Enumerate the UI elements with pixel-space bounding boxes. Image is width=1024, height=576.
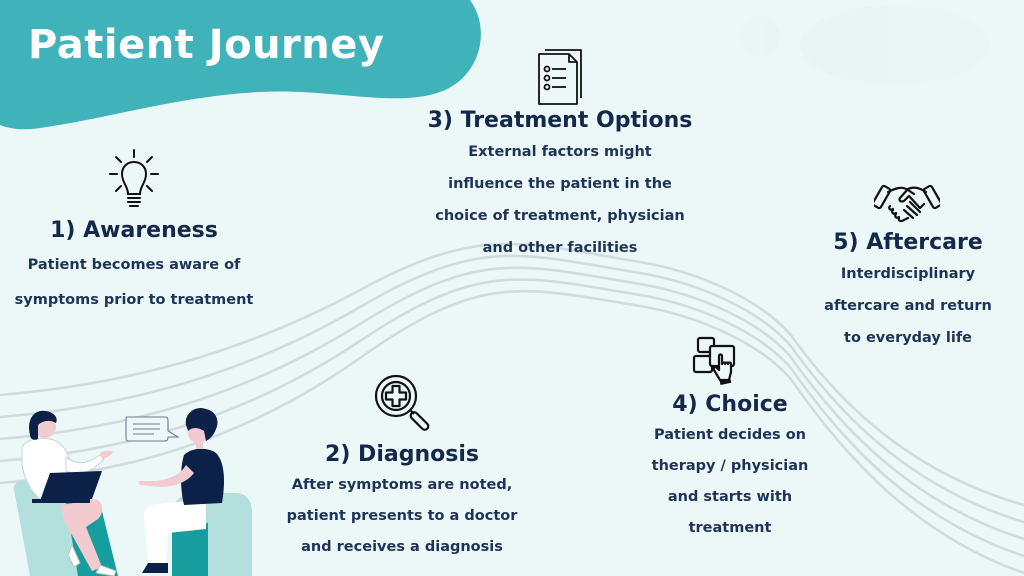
step-awareness: 1) Awareness Patient becomes aware of sy… — [14, 148, 254, 313]
doctor-hand — [100, 450, 114, 459]
doctor-shoe — [95, 564, 117, 576]
step-diagnosis: 2) Diagnosis After symptoms are noted, p… — [282, 372, 522, 560]
patient-hair — [185, 407, 218, 441]
wave-line — [0, 289, 1024, 575]
patient-shirt — [181, 448, 224, 505]
step-description-line: Interdisciplinary — [840, 266, 976, 282]
handshake-icon — [874, 184, 940, 223]
doctor-arm — [65, 454, 105, 475]
step-description-line: Patient decides on — [653, 427, 807, 443]
patient-chair-seat — [172, 523, 208, 576]
step-treatment-options: 3) Treatment Options External factors mi… — [415, 48, 705, 261]
step-description-line: to everyday life — [844, 330, 972, 346]
step-description-line: symptoms prior to treatment — [14, 292, 254, 308]
patient-arm — [138, 465, 194, 487]
patient-shoe — [142, 563, 168, 573]
laptop-base — [32, 499, 90, 503]
wave-line — [0, 266, 1024, 541]
step-heading: 1) Awareness — [50, 218, 218, 243]
step-heading: 4) Choice — [672, 392, 788, 417]
step-description-line: therapy / physician — [651, 458, 809, 474]
step-choice: 4) Choice Patient decides on therapy / p… — [630, 336, 830, 541]
step-description-line: choice of treatment, physician — [435, 208, 685, 224]
step-description-line: treatment — [688, 520, 772, 536]
step-description-line: influence the patient in the — [448, 176, 672, 192]
title-blob — [0, 0, 481, 130]
patient-legs — [144, 499, 206, 565]
faint-decoration — [740, 5, 990, 85]
consultation-illustration — [13, 407, 252, 576]
step-description-line: After symptoms are noted, — [291, 477, 513, 493]
lightbulb-icon — [109, 149, 159, 207]
doctor-legs — [61, 499, 103, 571]
wave-line — [0, 278, 1024, 558]
wave-lines — [0, 242, 1024, 575]
wave-line — [0, 242, 1024, 507]
wave-line — [0, 254, 1024, 524]
step-description-line: and receives a diagnosis — [301, 539, 503, 555]
step-heading: 3) Treatment Options — [427, 108, 693, 133]
hand-selecting-option-icon — [692, 336, 736, 385]
speech-bubble-icon — [125, 416, 180, 442]
doctor-hair — [29, 410, 57, 440]
step-aftercare: 5) Aftercare Interdisciplinary aftercare… — [808, 178, 1008, 351]
step-heading: 2) Diagnosis — [325, 442, 479, 467]
step-heading: 5) Aftercare — [833, 230, 983, 255]
patient-neck — [196, 441, 203, 449]
document-checklist-icon — [538, 49, 582, 105]
step-description-line: and starts with — [667, 489, 793, 505]
magnifier-medical-cross-icon — [374, 374, 430, 431]
laptop — [40, 471, 102, 501]
step-description-line: and other facilities — [482, 240, 638, 256]
doctor-shoe — [67, 543, 81, 568]
step-description-line: aftercare and return — [824, 298, 992, 314]
step-description-line: External factors might — [468, 144, 652, 160]
page-title: Patient Journey — [28, 22, 385, 68]
step-description-line: Patient becomes aware of — [27, 257, 241, 273]
step-description-line: patient presents to a doctor — [286, 508, 518, 524]
